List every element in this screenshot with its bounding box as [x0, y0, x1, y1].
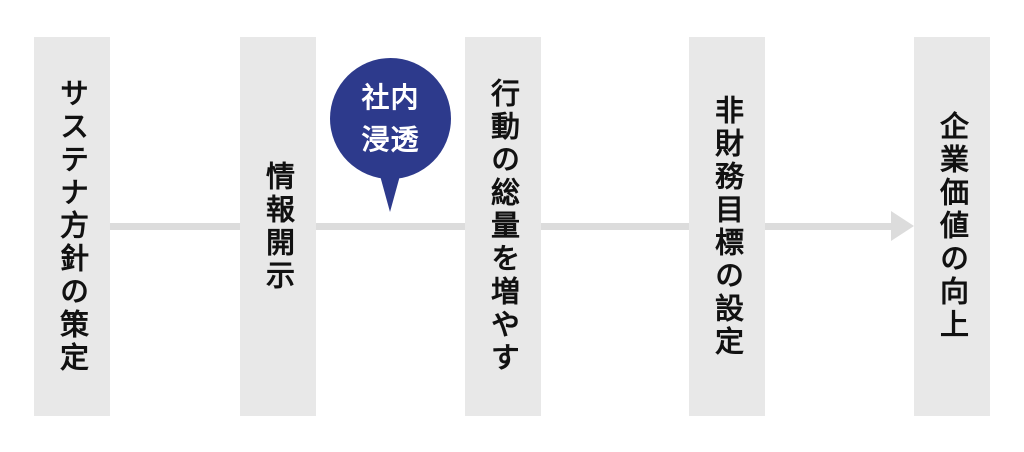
step-label: 企業価値の向上 — [935, 111, 970, 342]
callout-line-2: 浸透 — [361, 122, 420, 156]
step-sustainability-policy: サステナ方針の策定 — [34, 37, 110, 416]
callout-tail-icon — [379, 172, 401, 212]
callout-line-1: 社内 — [361, 80, 420, 114]
step-label: 情報開示 — [261, 160, 296, 293]
step-label: 非財務目標の設定 — [710, 94, 745, 359]
step-information-disclosure: 情報開示 — [240, 37, 316, 416]
callout-bubble-internal-penetration: 社内 浸透 — [330, 58, 451, 179]
step-increase-actions: 行動の総量を増やす — [465, 37, 541, 416]
step-corporate-value: 企業価値の向上 — [914, 37, 990, 416]
step-label: サステナ方針の策定 — [55, 78, 90, 375]
step-nonfinancial-targets: 非財務目標の設定 — [689, 37, 765, 416]
step-label: 行動の総量を増やす — [486, 78, 521, 375]
arrow-head-icon — [891, 211, 914, 241]
